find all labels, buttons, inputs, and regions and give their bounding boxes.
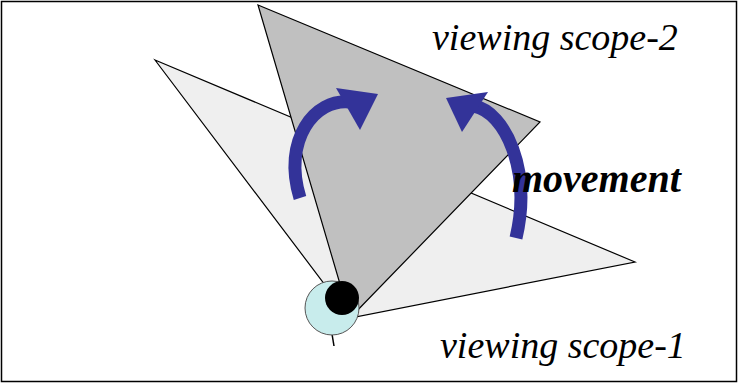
- movement-arrow: [295, 102, 350, 198]
- scope-label: movement: [512, 159, 681, 199]
- scope-label: viewing scope-1: [440, 326, 686, 364]
- scope-label: viewing scope-2: [432, 18, 678, 56]
- eye: [305, 281, 359, 335]
- arrow-head: [336, 88, 378, 130]
- eye-pupil: [325, 281, 359, 315]
- eye-tick: [332, 334, 334, 346]
- arrow-head: [446, 92, 488, 132]
